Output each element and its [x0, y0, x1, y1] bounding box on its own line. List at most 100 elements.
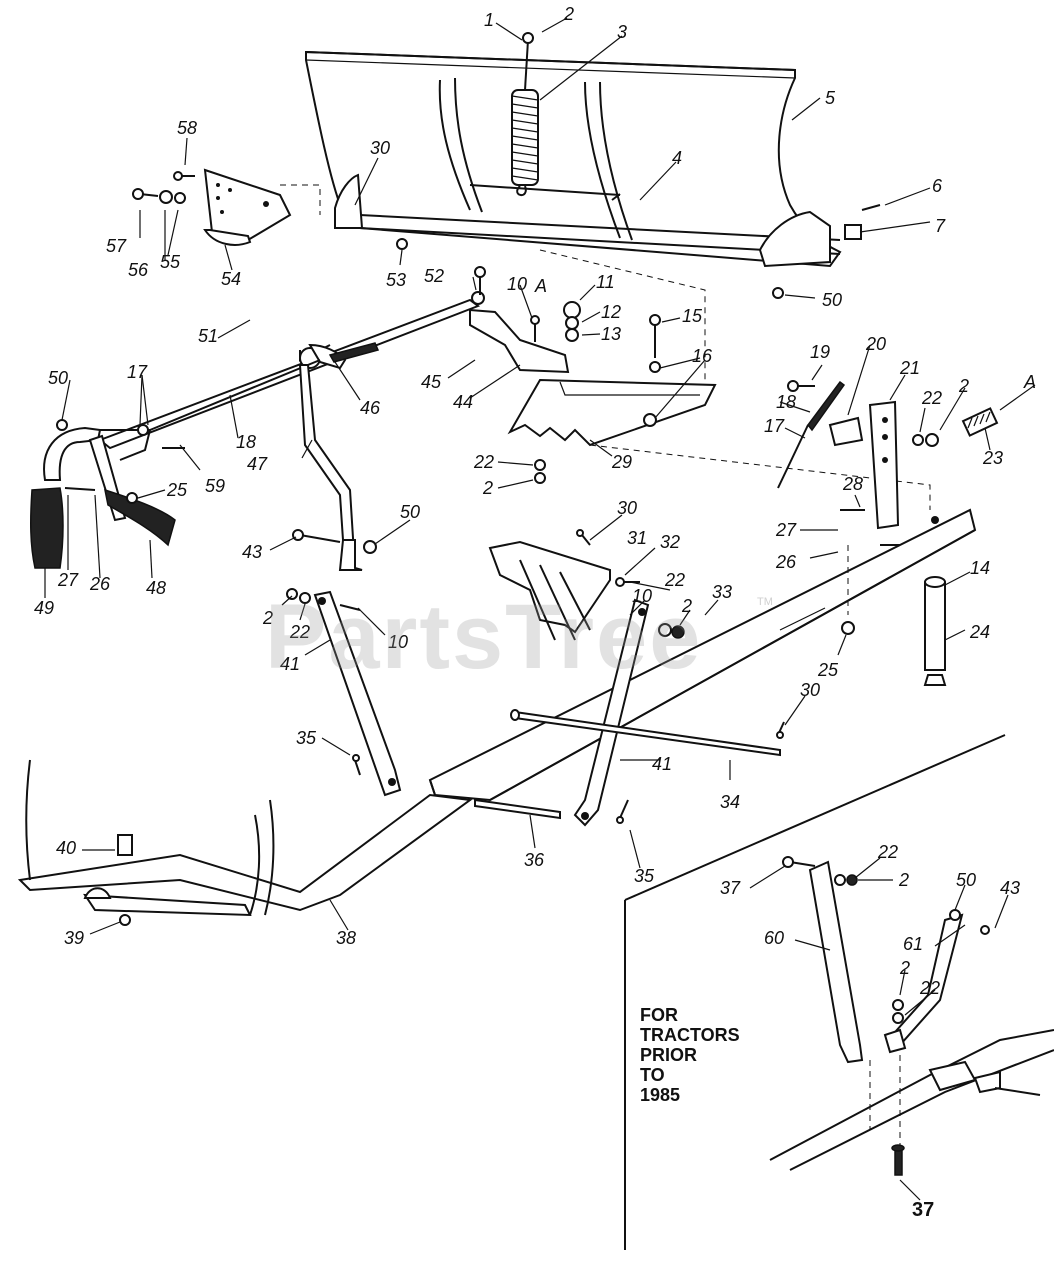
label-16: 16 [692, 346, 713, 366]
label-5: 5 [825, 88, 836, 108]
cross-rod [474, 709, 781, 820]
label-50-left: 50 [48, 368, 68, 388]
label-25-left: 25 [166, 480, 188, 500]
label-6: 6 [932, 176, 943, 196]
label-60: 60 [764, 928, 784, 948]
label-26-right: 26 [775, 552, 797, 572]
label-2-inset: 2 [898, 870, 909, 890]
label-43-inset: 43 [1000, 878, 1020, 898]
label-18-left: 18 [236, 432, 256, 452]
label-41-left: 41 [280, 654, 300, 674]
label-2-leftarm: 2 [262, 608, 273, 628]
label-25-right: 25 [817, 660, 839, 680]
label-22-right: 22 [921, 388, 942, 408]
label-27-right: 27 [775, 520, 797, 540]
label-13: 13 [601, 324, 621, 344]
label-14: 14 [970, 558, 990, 578]
label-30-mid: 30 [617, 498, 637, 518]
spring [511, 32, 539, 196]
label-17-left: 17 [127, 362, 148, 382]
label-39: 39 [64, 928, 84, 948]
label-27-left: 27 [57, 570, 79, 590]
inset-note-line: 1985 [640, 1085, 681, 1105]
label-4: 4 [672, 148, 682, 168]
label-54: 54 [221, 269, 241, 289]
label-41-right: 41 [652, 754, 672, 774]
label-44: 44 [453, 392, 473, 412]
label-11: 11 [596, 272, 615, 292]
label-37-inset: 37 [720, 878, 741, 898]
label-55: 55 [160, 252, 181, 272]
label-58: 58 [177, 118, 197, 138]
label-21: 21 [899, 358, 920, 378]
label-51: 51 [198, 326, 218, 346]
inset-note-line: TO [640, 1065, 665, 1085]
mounting-plate [507, 378, 931, 510]
label-3: 3 [617, 22, 627, 42]
label-17-right: 17 [764, 416, 785, 436]
label-40: 40 [56, 838, 76, 858]
cotter-pins [126, 193, 881, 824]
inset-note-line: PRIOR [640, 1045, 698, 1065]
label-30-top: 30 [370, 138, 390, 158]
label-10-center: 10 [632, 586, 652, 606]
label-2: 2 [563, 4, 574, 24]
lift-rod-assembly [98, 298, 481, 450]
main-frame [428, 508, 977, 802]
label-A-top: A [534, 276, 547, 296]
label-22-mid: 22 [473, 452, 494, 472]
push-frame [17, 759, 473, 926]
label-35-left: 35 [296, 728, 317, 748]
inset-note-line: TRACTORS [640, 1025, 740, 1045]
label-45: 45 [421, 372, 442, 392]
blade-shoe-bracket [132, 168, 321, 246]
label-22-inset: 22 [877, 842, 898, 862]
lift-lever-handle [30, 424, 176, 569]
label-43-left: 43 [242, 542, 262, 562]
label-46: 46 [360, 398, 381, 418]
label-57: 57 [106, 236, 127, 256]
label-50-inset: 50 [956, 870, 976, 890]
inset-note: FOR TRACTORS PRIOR TO 1985 [640, 1005, 740, 1105]
leader-lines [44, 17, 1036, 1201]
inset-note-line: FOR [640, 1005, 678, 1025]
label-2-inset-lower: 2 [899, 958, 910, 978]
spring-hook-assembly [777, 380, 999, 530]
lift-arm-left [313, 590, 402, 797]
label-50-mid: 50 [400, 502, 420, 522]
label-59: 59 [205, 476, 225, 496]
label-10-top: 10 [507, 274, 527, 294]
label-28: 28 [842, 474, 863, 494]
mount-bracket [488, 540, 640, 641]
label-31: 31 [627, 528, 647, 548]
label-34: 34 [720, 792, 740, 812]
label-18-right: 18 [776, 392, 796, 412]
label-52: 52 [424, 266, 444, 286]
label-37-bottom: 37 [912, 1199, 934, 1221]
label-2-center: 2 [681, 596, 692, 616]
label-A-right: A [1023, 372, 1036, 392]
label-2-right: 2 [958, 376, 969, 396]
label-36: 36 [524, 850, 545, 870]
label-30-lower: 30 [800, 680, 820, 700]
inset-box [624, 734, 1054, 1250]
label-50-top: 50 [822, 290, 842, 310]
label-23: 23 [982, 448, 1003, 468]
label-2-mid: 2 [482, 478, 493, 498]
label-20: 20 [865, 334, 886, 354]
label-49: 49 [34, 598, 54, 618]
label-61: 61 [903, 934, 923, 954]
label-47: 47 [247, 454, 268, 474]
label-7: 7 [935, 216, 946, 236]
label-12: 12 [601, 302, 621, 322]
snow-blade [305, 50, 842, 268]
label-22-inset-lower: 22 [919, 978, 940, 998]
label-22-leftarm: 22 [289, 622, 310, 642]
label-32: 32 [660, 532, 680, 552]
label-35-right: 35 [634, 866, 655, 886]
label-56: 56 [128, 260, 149, 280]
label-29: 29 [611, 452, 632, 472]
lift-arm-right [286, 588, 685, 827]
label-10-leftarm: 10 [388, 632, 408, 652]
